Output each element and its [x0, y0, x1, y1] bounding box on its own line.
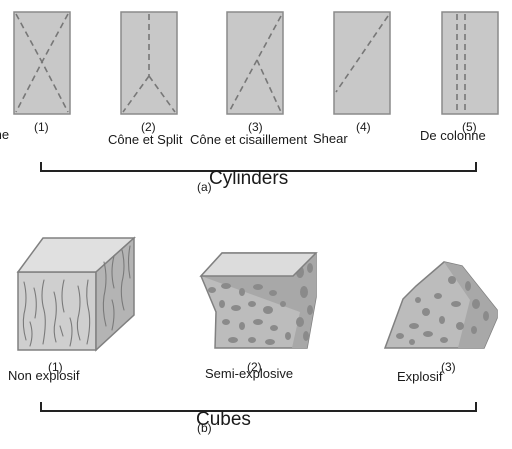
cylinders-bracket: [40, 162, 477, 172]
cylinder-3-cone-and-shear: [226, 11, 284, 115]
cube-1-number: (1): [48, 360, 63, 374]
cylinder-4-number: (4): [356, 120, 371, 134]
cylinders-group-tag: (a): [197, 180, 212, 194]
cubes-group-title: Cubes: [196, 409, 251, 430]
cube-3-label: Explosif: [397, 369, 443, 384]
cube-3-number: (3): [441, 360, 456, 374]
cube-2-number: (2): [247, 360, 262, 374]
cylinder-2-label: Cône et Split: [108, 132, 183, 147]
cylinder-2-cone-and-split: [120, 11, 178, 115]
cylinder-3-number: (3): [248, 120, 263, 134]
cylinder-5-columnar: [441, 11, 499, 115]
cylinder-1-cone: [13, 11, 71, 115]
cylinder-2-number: (2): [141, 120, 156, 134]
cylinder-5-label: De colonne: [420, 128, 486, 143]
cube-1-non-explosive: [16, 236, 136, 352]
cylinder-3-label: Cône et cisaillement: [190, 132, 308, 147]
cube-3-explosive: [383, 261, 498, 349]
cube-1-label: Non explosif: [8, 368, 80, 383]
cylinder-4-label: Shear: [313, 131, 348, 146]
cube-2-label: Semi-explosive: [205, 366, 294, 381]
cylinder-5-number: (5): [462, 120, 477, 134]
cylinder-1-number: (1): [34, 120, 49, 134]
cubes-group-tag: (b): [197, 421, 212, 435]
cubes-bracket: [40, 402, 477, 412]
cylinder-1-label: Cône: [0, 127, 10, 142]
cylinder-4-shear: [333, 11, 391, 115]
cylinders-group-title: Cylinders: [209, 168, 289, 189]
cube-2-semi-explosive: [199, 252, 318, 349]
